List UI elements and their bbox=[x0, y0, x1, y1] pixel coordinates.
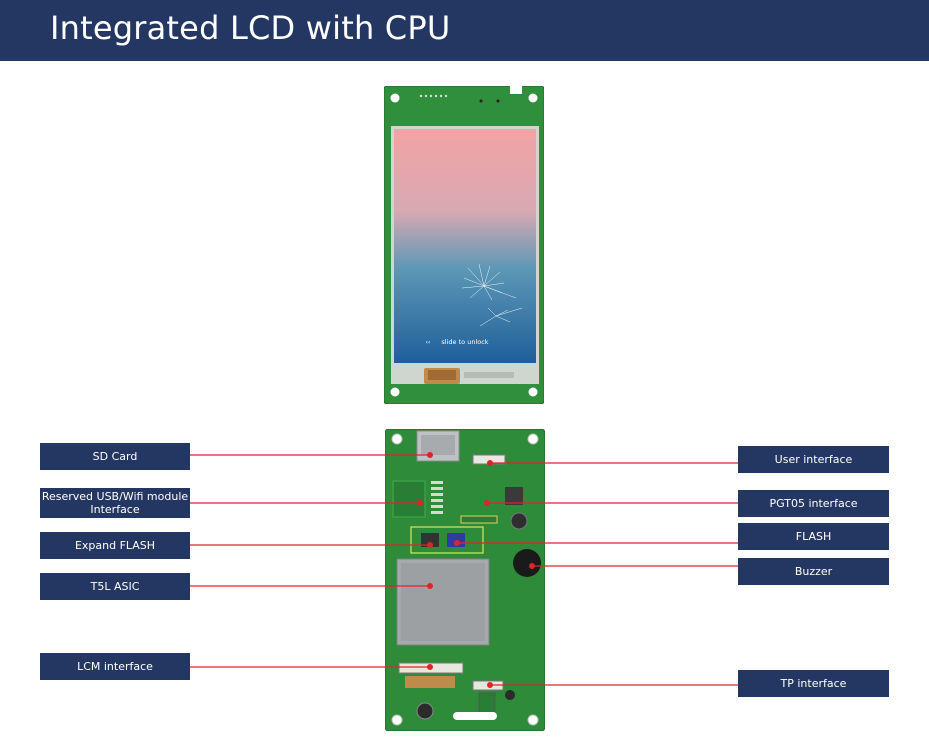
capacitor bbox=[510, 512, 528, 530]
chevron-left-icon: ‹‹ bbox=[426, 339, 431, 346]
mount-hole bbox=[527, 433, 539, 445]
expand-flash-outline bbox=[410, 526, 484, 554]
mount-hole bbox=[391, 433, 403, 445]
tp-connector bbox=[472, 680, 504, 691]
wifi-module-pad bbox=[392, 480, 426, 518]
label-user-interface: User interface bbox=[738, 446, 889, 473]
label-lcm-interface: LCM interface bbox=[40, 653, 190, 680]
user-interface-connector bbox=[472, 454, 506, 465]
electrolytic-cap bbox=[416, 702, 434, 720]
label-tp-interface: TP interface bbox=[738, 670, 889, 697]
lcd-front-board: slide to unlock ‹‹ bbox=[384, 86, 544, 404]
label-expand-flash: Expand FLASH bbox=[40, 532, 190, 559]
lcd-screen bbox=[394, 129, 536, 363]
mount-hole bbox=[391, 714, 403, 726]
pcb-back-board bbox=[385, 429, 545, 731]
mount-hole bbox=[390, 387, 400, 397]
flash-chip bbox=[447, 533, 465, 547]
expand-flash-chip bbox=[421, 533, 439, 547]
label-sd-card: SD Card bbox=[40, 443, 190, 470]
label-reserved-usb-wifi: Reserved USB/Wifi module Interface bbox=[40, 488, 190, 518]
label-t5l-asic: T5L ASIC bbox=[40, 573, 190, 600]
label-pgt05-interface: PGT05 interface bbox=[738, 490, 889, 517]
label-flash: FLASH bbox=[738, 523, 889, 550]
slide-to-unlock-text: slide to unlock bbox=[441, 338, 488, 346]
mount-hole bbox=[528, 387, 538, 397]
header-bar: Integrated LCD with CPU bbox=[0, 0, 929, 61]
label-buzzer: Buzzer bbox=[738, 558, 889, 585]
bottom-slot bbox=[453, 712, 497, 720]
mount-hole bbox=[390, 93, 400, 103]
page-title: Integrated LCD with CPU bbox=[50, 9, 451, 47]
pgt05-pad bbox=[460, 515, 498, 524]
lcm-connector bbox=[398, 662, 464, 674]
mount-hole bbox=[527, 714, 539, 726]
buzzer bbox=[513, 549, 541, 577]
dandelion-graphic bbox=[461, 263, 523, 327]
mount-hole bbox=[528, 93, 538, 103]
inductor bbox=[505, 487, 523, 505]
